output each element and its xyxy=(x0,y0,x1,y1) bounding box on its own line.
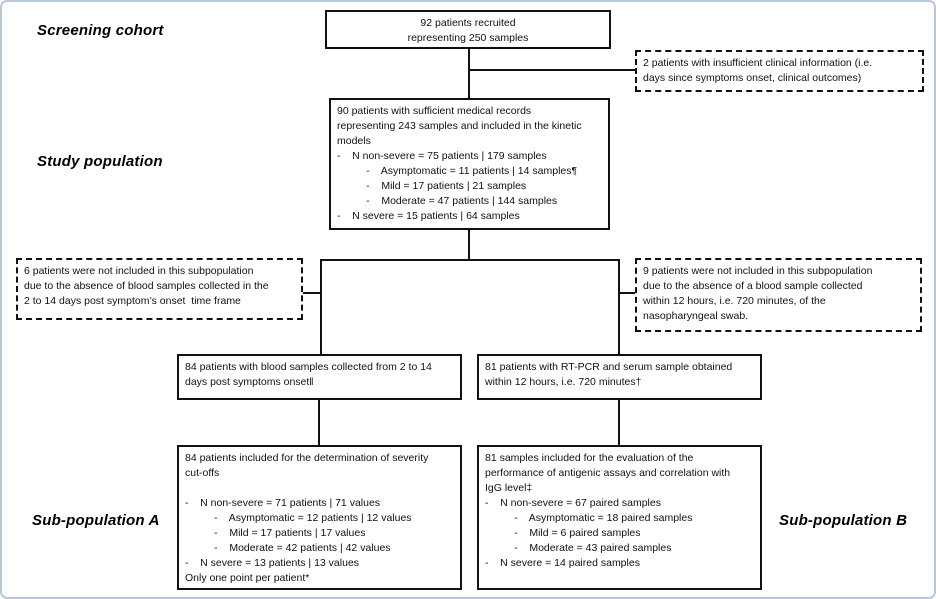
text-line: - N non-severe = 71 patients | 71 values xyxy=(185,497,381,509)
text-line: within 12 hours, i.e. 720 minutes, of th… xyxy=(643,295,826,307)
text-line: - N severe = 15 patients | 64 samples xyxy=(337,210,520,222)
box-excluded-insufficient-info: 2 patients with insufficient clinical in… xyxy=(635,50,924,92)
box-excluded-right: 9 patients were not included in this sub… xyxy=(635,258,922,332)
text-line: - Asymptomatic = 11 patients | 14 sample… xyxy=(337,165,578,177)
box-antigenic-assays: 81 samples included for the evaluation o… xyxy=(477,445,762,590)
text-line: 90 patients with sufficient medical reco… xyxy=(337,105,532,117)
text-line: 2 to 14 days post symptom’s onset time f… xyxy=(24,295,241,307)
text-line: due to the absence of blood samples coll… xyxy=(24,280,269,292)
text-line: representing 243 samples and included in… xyxy=(337,120,582,132)
text-line: - Asymptomatic = 12 patients | 12 values xyxy=(185,512,412,524)
text-line: - Moderate = 42 patients | 42 values xyxy=(185,542,391,554)
connector-right-mid-to-bottom xyxy=(618,400,620,445)
text-line: 84 patients with blood samples collected… xyxy=(185,361,432,373)
connector-stub-excluded-left xyxy=(303,292,320,294)
box-severity-cutoffs: 84 patients included for the determinati… xyxy=(177,445,462,590)
text-line: due to the absence of a blood sample col… xyxy=(643,280,863,292)
connector-left-mid-to-bottom xyxy=(318,400,320,445)
connector-branch-insufficient-info xyxy=(468,69,635,71)
text-line xyxy=(185,481,454,496)
text-line: - Asymptomatic = 18 paired samples xyxy=(485,512,693,524)
text-line: cut-offs xyxy=(185,467,220,479)
text-line: - Moderate = 47 patients | 144 samples xyxy=(337,195,558,207)
text-line: - N non-severe = 75 patients | 179 sampl… xyxy=(337,150,547,162)
connector-split-left-vertical xyxy=(320,259,322,354)
label-sub-population-a: Sub-population A xyxy=(32,512,160,529)
text-line: Only one point per patient* xyxy=(185,572,310,584)
text-line: 92 patients recruited xyxy=(420,17,516,29)
text-line: 81 patients with RT-PCR and serum sample… xyxy=(485,361,733,373)
text-line: 84 patients included for the determinati… xyxy=(185,452,429,464)
connector-recruited-to-study xyxy=(468,49,470,98)
box-recruited: 92 patients recruited representing 250 sa… xyxy=(325,10,611,49)
text-line: - Mild = 17 patients | 21 samples xyxy=(337,180,527,192)
text-line: 9 patients were not included in this sub… xyxy=(643,265,873,277)
text-line: - N non-severe = 67 paired samples xyxy=(485,497,661,509)
text-line: representing 250 samples xyxy=(407,32,529,44)
box-study-population: 90 patients with sufficient medical reco… xyxy=(329,98,610,230)
text-line: - N severe = 14 paired samples xyxy=(485,557,640,569)
label-study-population: Study population xyxy=(37,153,163,170)
box-excluded-left: 6 patients were not included in this sub… xyxy=(16,258,303,320)
box-blood-samples-window: 84 patients with blood samples collected… xyxy=(177,354,462,400)
label-screening-cohort: Screening cohort xyxy=(37,22,164,39)
text-line: within 12 hours, i.e. 720 minutes† xyxy=(485,376,642,388)
text-line: days since symptoms onset, clinical outc… xyxy=(643,72,862,84)
text-line: - Moderate = 43 paired samples xyxy=(485,542,672,554)
text-line: days post symptoms onset‖ xyxy=(185,376,314,388)
connector-split-right-vertical xyxy=(618,259,620,354)
text-line: nasopharyngeal swab. xyxy=(643,310,749,322)
text-line: - Mild = 17 patients | 17 values xyxy=(185,527,366,539)
connector-stub-excluded-right xyxy=(620,292,635,294)
label-sub-population-b: Sub-population B xyxy=(779,512,908,529)
text-line: - N severe = 13 patients | 13 values xyxy=(185,557,360,569)
text-line: 81 samples included for the evaluation o… xyxy=(485,452,694,464)
text-line: 6 patients were not included in this sub… xyxy=(24,265,254,277)
text-line: IgG level‡ xyxy=(485,482,533,494)
box-rtpcr-serum: 81 patients with RT-PCR and serum sample… xyxy=(477,354,762,400)
connector-split-horizontal xyxy=(320,259,620,261)
text-line: - Mild = 6 paired samples xyxy=(485,527,641,539)
text-line: models xyxy=(337,135,371,147)
connector-study-to-split xyxy=(468,230,470,260)
text-line: 2 patients with insufficient clinical in… xyxy=(643,57,873,69)
text-line: performance of antigenic assays and corr… xyxy=(485,467,731,479)
